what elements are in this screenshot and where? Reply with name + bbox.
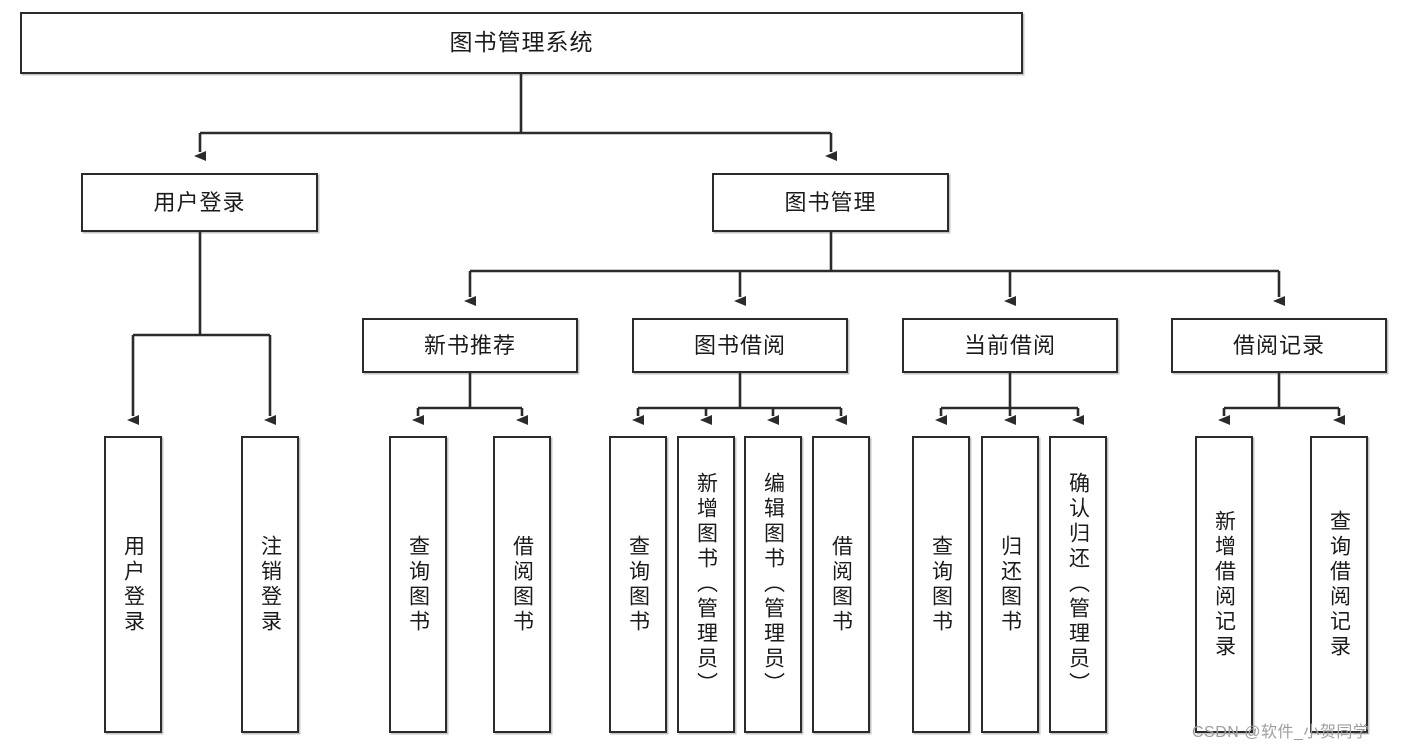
node-label: 查询图书 [929, 534, 953, 635]
leaf-borrow-record-search[interactable]: 查询借阅记录 [1310, 436, 1368, 733]
node-label: 编辑图书（管理员） [761, 472, 785, 697]
node-book-management[interactable]: 图书管理 [712, 173, 949, 232]
leaf-current-borrow-confirm[interactable]: 确认归还（管理员） [1049, 436, 1107, 733]
leaf-book-borrow-search[interactable]: 查询图书 [609, 436, 667, 733]
node-label: 新增图书（管理员） [694, 472, 718, 697]
node-label: 归还图书 [998, 534, 1022, 635]
leaf-new-book-search[interactable]: 查询图书 [389, 436, 447, 733]
node-label: 查询图书 [406, 534, 430, 635]
node-label: 新增借阅记录 [1212, 509, 1236, 660]
node-label: 当前借阅 [963, 332, 1056, 358]
node-new-book-recommend[interactable]: 新书推荐 [362, 318, 578, 373]
node-book-borrow[interactable]: 图书借阅 [632, 318, 848, 373]
leaf-book-borrow-borrow[interactable]: 借阅图书 [812, 436, 870, 733]
node-label: 借阅记录 [1232, 332, 1325, 358]
leaf-user-login-logout[interactable]: 注销登录 [241, 436, 299, 733]
node-label: 用户登录 [121, 534, 145, 635]
node-label: 用户登录 [153, 189, 246, 215]
csdn-watermark: CSDN @软件_小贺同学 [1192, 724, 1370, 741]
leaf-new-book-borrow[interactable]: 借阅图书 [493, 436, 551, 733]
leaf-current-borrow-search[interactable]: 查询图书 [912, 436, 970, 733]
node-label: 图书借阅 [693, 332, 786, 358]
node-current-borrow[interactable]: 当前借阅 [902, 318, 1118, 373]
leaf-current-borrow-return[interactable]: 归还图书 [981, 436, 1039, 733]
node-borrow-record[interactable]: 借阅记录 [1171, 318, 1387, 373]
leaf-book-borrow-edit[interactable]: 编辑图书（管理员） [744, 436, 802, 733]
node-label: 注销登录 [258, 534, 282, 635]
node-user-login[interactable]: 用户登录 [81, 173, 318, 232]
leaf-user-login-login[interactable]: 用户登录 [104, 436, 162, 733]
node-label: 借阅图书 [829, 534, 853, 635]
node-root-system[interactable]: 图书管理系统 [20, 12, 1023, 74]
leaf-book-borrow-add[interactable]: 新增图书（管理员） [677, 436, 735, 733]
leaf-borrow-record-add[interactable]: 新增借阅记录 [1195, 436, 1253, 733]
node-label: 图书管理系统 [449, 29, 594, 56]
node-label: 新书推荐 [423, 332, 516, 358]
node-label: 查询借阅记录 [1327, 509, 1351, 660]
node-label: 借阅图书 [510, 534, 534, 635]
node-label: 图书管理 [784, 189, 877, 215]
node-label: 确认归还（管理员） [1066, 472, 1090, 697]
node-label: 查询图书 [626, 534, 650, 635]
